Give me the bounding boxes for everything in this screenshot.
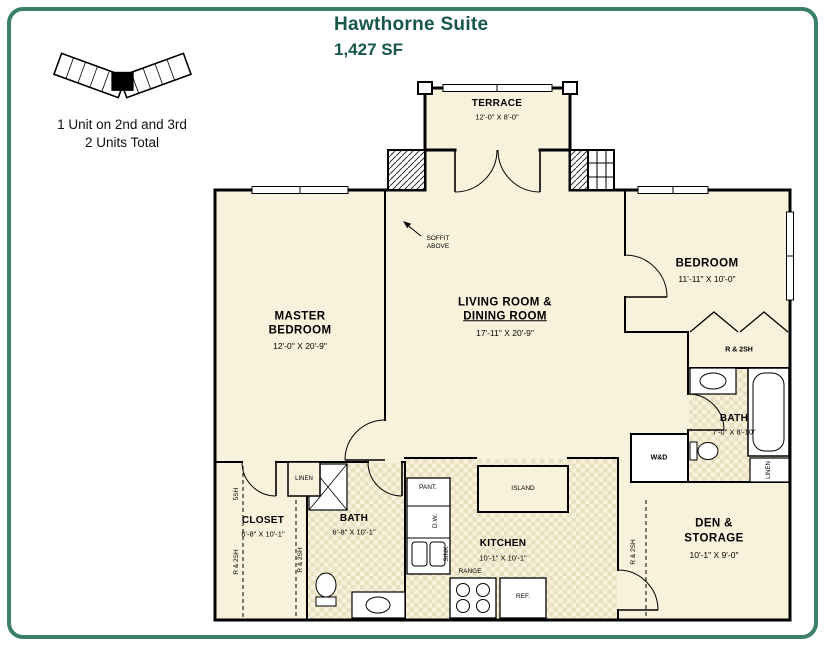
page-area: 1,427 SF xyxy=(334,40,403,59)
island-label: ISLAND xyxy=(511,484,535,492)
washer-dryer-label: W&D xyxy=(650,454,668,462)
rod-shelf-bedroom-label: R & 2SH xyxy=(725,346,753,354)
bifold-closet-doors xyxy=(689,311,789,333)
rod-shelf-den-label: R & 2SH xyxy=(629,539,637,565)
room-label-kitchen: KITCHEN xyxy=(479,538,527,549)
room-dims-hall-bath: 6'-8" X 10'-1" xyxy=(332,527,376,537)
linen-hall-label: LINEN xyxy=(295,476,313,482)
room-dims-den: 10'-1" X 9'-0" xyxy=(689,549,739,560)
hall-bath-fixtures xyxy=(287,461,406,619)
room-dims-terrace: 12'-0" X 8'-0" xyxy=(475,112,519,122)
hatched-wall-blocks xyxy=(387,81,615,191)
room-label-master-2: BEDROOM xyxy=(268,324,332,337)
room-label-bedroom: BEDROOM xyxy=(675,257,739,270)
linen-main-label: LINEN xyxy=(766,461,772,479)
building-footprint-icon xyxy=(52,52,193,99)
legend-line-1: 1 Unit on 2nd and 3rd xyxy=(57,117,187,132)
room-label-terrace: TERRACE xyxy=(471,98,523,109)
room-label-hall-bath: BATH xyxy=(339,513,369,524)
room-label-closet: CLOSET xyxy=(241,515,285,526)
room-label-living-1: LIVING ROOM & xyxy=(457,296,553,309)
room-dims-main-bath: 7'-0" X 8'-10" xyxy=(712,427,756,437)
soffit-label-2: ABOVE xyxy=(426,242,450,250)
door-swings xyxy=(241,149,725,611)
room-dims-master: 12'-0" X 20'-9" xyxy=(273,340,327,351)
room-label-den-2: STORAGE xyxy=(684,532,744,545)
soffit-label-1: SOFFIT xyxy=(426,234,450,242)
room-label-main-bath: BATH xyxy=(719,413,749,424)
room-label-master-1: MASTER xyxy=(274,310,326,323)
soffit-arrow xyxy=(403,221,422,237)
window-symbols xyxy=(251,84,794,301)
refrigerator-label: REF. xyxy=(515,592,531,600)
room-dims-closet: 6'-8" X 10'-1" xyxy=(241,529,285,539)
room-dims-bedroom: 11'-11" X 10'-0" xyxy=(678,273,736,284)
rod-shelf-closet-left-label: R & 2SH xyxy=(232,549,240,575)
room-label-den-1: DEN & xyxy=(695,517,733,530)
room-label-living-2: DINING ROOM xyxy=(463,310,547,323)
sink-label: SINK xyxy=(442,546,450,562)
main-bath-fixtures xyxy=(689,367,790,483)
kitchen-fixtures xyxy=(406,433,689,619)
pantry-label: PANT. xyxy=(419,483,437,491)
range-label: RANGE xyxy=(458,567,482,575)
legend-line-2: 2 Units Total xyxy=(84,135,160,150)
dishwasher-label: D.W. xyxy=(431,513,439,529)
room-dims-kitchen: 10'-1" X 10'-1" xyxy=(479,553,527,563)
shelf5-label: 5SH xyxy=(232,487,240,501)
room-dims-living: 17'-11" X 20'-9" xyxy=(476,327,534,338)
rod-shelf-closet-right-label: R & 2SH xyxy=(296,547,304,573)
closet-rod-lines xyxy=(242,466,647,618)
page-title: Hawthorne Suite xyxy=(334,14,489,35)
